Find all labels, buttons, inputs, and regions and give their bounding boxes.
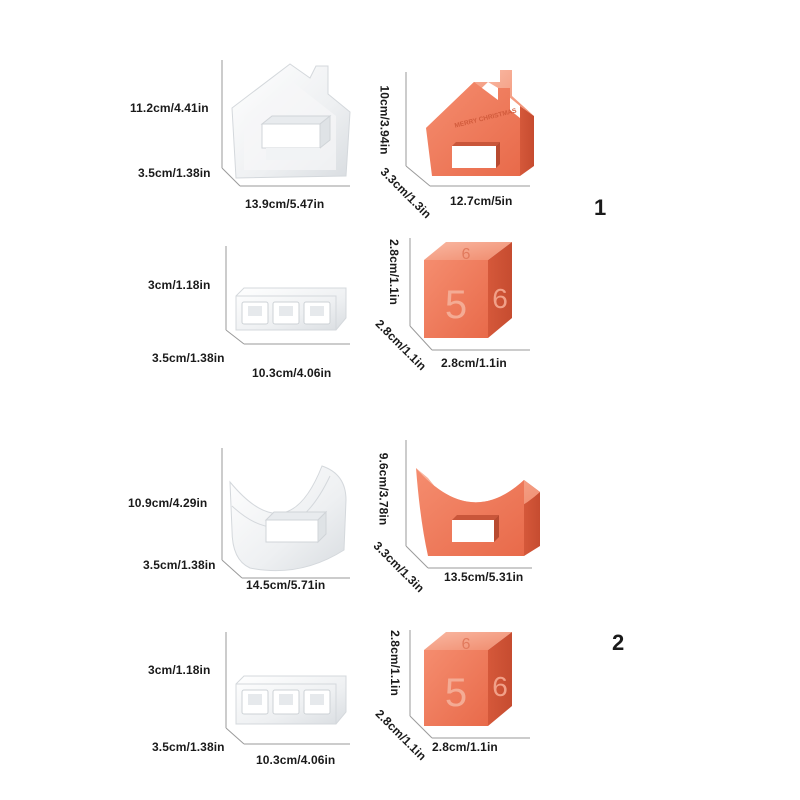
house-product-height-label: 10cm/3.94in xyxy=(377,85,392,155)
house-mold-height-label: 11.2cm/4.41in xyxy=(130,101,209,115)
dice-mold-2-width-label: 10.3cm/4.06in xyxy=(256,753,336,767)
dice-product-1-height-label: 2.8cm/1.1in xyxy=(386,239,401,305)
dice-mold-1-depth-label: 3.5cm/1.38in xyxy=(152,351,225,365)
dice-side-face: 6 xyxy=(492,671,508,702)
house-mold-guides xyxy=(221,60,350,187)
house-mold-depth-label: 3.5cm/1.38in xyxy=(138,166,211,180)
dice-front-face: 5 xyxy=(445,283,467,327)
moon-mold xyxy=(221,448,350,579)
dice-product-1-guides xyxy=(409,238,530,351)
moon-product xyxy=(405,440,540,569)
dice-mold-1 xyxy=(225,246,350,345)
dice-mold-2-depth-label: 3.5cm/1.38in xyxy=(152,740,225,754)
dice-top-face: 9 xyxy=(461,634,470,651)
dice-mold-2 xyxy=(225,632,350,745)
set-number-2: 2 xyxy=(612,630,625,655)
dice-product-1-width-label: 2.8cm/1.1in xyxy=(441,356,507,370)
dice-mold-1-width-label: 10.3cm/4.06in xyxy=(252,366,332,380)
dice-side-face: 6 xyxy=(492,283,508,314)
dice-product-2: 9 5 6 xyxy=(409,630,530,739)
dice-top-face: 9 xyxy=(461,244,470,261)
moon-mold-depth-label: 3.5cm/1.38in xyxy=(143,558,216,572)
house-product: MERRY CHRISTMAS xyxy=(405,70,534,187)
dice-front-face: 5 xyxy=(445,671,467,715)
moon-mold-height-label: 10.9cm/4.29in xyxy=(128,496,208,510)
house-mold xyxy=(221,60,351,187)
moon-product-width-label: 13.5cm/5.31in xyxy=(444,570,524,584)
moon-product-height-label: 9.6cm/3.78in xyxy=(376,452,391,526)
moon-mold-guides xyxy=(221,448,350,579)
moon-product-guides xyxy=(405,440,532,569)
moon-mold-width-label: 14.5cm/5.71in xyxy=(246,578,326,592)
dice-product-2-guides xyxy=(409,630,530,739)
set-number-1: 1 xyxy=(594,195,607,220)
house-product-width-label: 12.7cm/5in xyxy=(450,194,513,208)
dice-product-1: 9 5 6 xyxy=(409,238,530,351)
house-mold-width-label: 13.9cm/5.47in xyxy=(245,197,325,211)
dice-mold-1-guides xyxy=(225,246,350,345)
dice-mold-2-guides xyxy=(225,632,350,745)
dice-product-2-width-label: 2.8cm/1.1in xyxy=(432,740,498,754)
dice-mold-1-height-label: 3cm/1.18in xyxy=(148,278,211,292)
dice-mold-2-height-label: 3cm/1.18in xyxy=(148,663,211,677)
dice-product-2-height-label: 2.8cm/1.1in xyxy=(387,630,402,696)
house-product-guides xyxy=(405,72,530,187)
